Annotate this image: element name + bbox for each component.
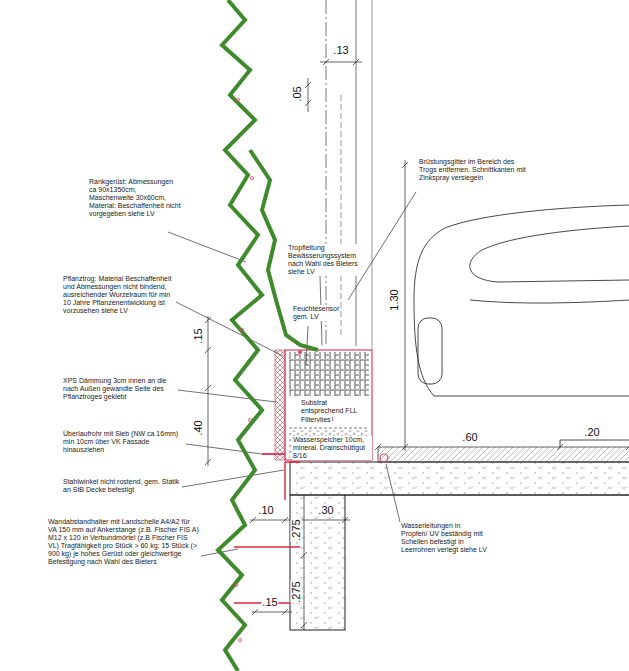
dimension-label: .40 [193, 419, 204, 436]
bud [237, 99, 240, 102]
dimension-label: .20 [583, 427, 600, 438]
structure [290, 440, 629, 630]
annotation-note: Stahlwinkel nicht rostend, gem. Statik a… [62, 478, 182, 494]
leader-lines [168, 192, 416, 556]
dimension-tick [252, 609, 288, 615]
slab-underside [345, 495, 629, 496]
dimension-label: .30 [317, 505, 334, 516]
dimension-label: .15 [193, 327, 204, 344]
annotation-note: Überlaufrohr mit Sieb (NW ca 16mm) min 1… [62, 430, 186, 454]
annotation-note: Brüstungsgitter im Bereich des Trogs ent… [418, 158, 532, 182]
dimension-label: .60 [461, 432, 478, 443]
dimension-line [208, 316, 209, 466]
dimension-line [308, 78, 309, 112]
dimension-label: .275 [291, 518, 302, 541]
dimension-line [405, 160, 406, 451]
dimension-line [252, 612, 292, 613]
water-pipe [380, 454, 388, 462]
annotation-note: Filtervlies [300, 416, 332, 424]
railing-line [341, 95, 342, 335]
bud [249, 419, 252, 422]
leader-line [178, 390, 276, 402]
annotation-note: Rankgerüst: Abmessungen ca 90x1350cm, Ma… [88, 178, 182, 218]
bud [239, 639, 242, 642]
railing-line [356, 0, 357, 346]
floor-slab [290, 462, 629, 495]
dimension-label: 1.30 [389, 288, 400, 311]
railing-lines [326, 0, 372, 350]
substrate-pattern [289, 352, 369, 396]
bud [241, 329, 244, 332]
drip-line [298, 350, 302, 354]
plant-buds [235, 99, 254, 642]
dimension-tick [205, 317, 211, 465]
dimension-label: .10 [257, 505, 274, 516]
car-mirror [418, 318, 442, 384]
annotation-note: Feuchtesensor gem. LV [292, 305, 340, 321]
dimension-tick [305, 82, 311, 106]
annotation-note: Tropfleitung Bewässerungssystem nach Wah… [287, 244, 361, 276]
leader-line [182, 470, 284, 487]
dimension-line [304, 495, 305, 630]
dimension-tick [375, 444, 629, 450]
trough-wall [285, 350, 372, 460]
car-body [414, 205, 629, 396]
wall [290, 495, 345, 630]
step-line [560, 440, 629, 441]
car-outline [414, 205, 629, 396]
annotation-note: Wasserspeicher 10cm, mineral. Drainschüt… [292, 436, 372, 460]
xps-insulation [275, 350, 285, 460]
steel-angle [285, 462, 300, 500]
annotation-note: XPS Dämmung 3cm innen an die nach Außen … [62, 377, 178, 401]
floor-screed [378, 447, 629, 462]
annotation-note: Wasserleitungen in Propfen/ UV beständig… [400, 522, 488, 554]
dimension-lines [205, 59, 629, 630]
dimension-label: .13 [332, 45, 349, 56]
leader-line [386, 464, 400, 522]
filter-fleece [289, 428, 369, 429]
dimension-tick [301, 552, 307, 628]
plant-stem [218, 0, 262, 671]
car-window [470, 226, 629, 282]
leader-line [176, 302, 283, 356]
dimension-label: .15 [261, 597, 278, 608]
step-line [560, 440, 561, 447]
overflow-pipe [262, 453, 285, 455]
climbing-plant [218, 0, 318, 671]
dimension-label: .275 [291, 580, 302, 603]
annotation-note: Wandabstandhalter mit Landschelle A4/A2 … [47, 518, 201, 566]
car-line [470, 300, 629, 303]
leader-line [186, 444, 262, 454]
dimension-tick [402, 162, 408, 450]
anchor-rod [234, 546, 300, 547]
axis-line [326, 0, 327, 346]
annotation-note: Pflanztrog: Material Beschaffenheit und … [62, 275, 176, 315]
leader-line [168, 232, 246, 262]
facade-line [372, 0, 373, 350]
bud [235, 584, 238, 587]
dimension-label: .05 [292, 85, 303, 102]
bud [251, 177, 254, 180]
planter-trough [262, 350, 388, 462]
dimension-tick [323, 59, 359, 65]
